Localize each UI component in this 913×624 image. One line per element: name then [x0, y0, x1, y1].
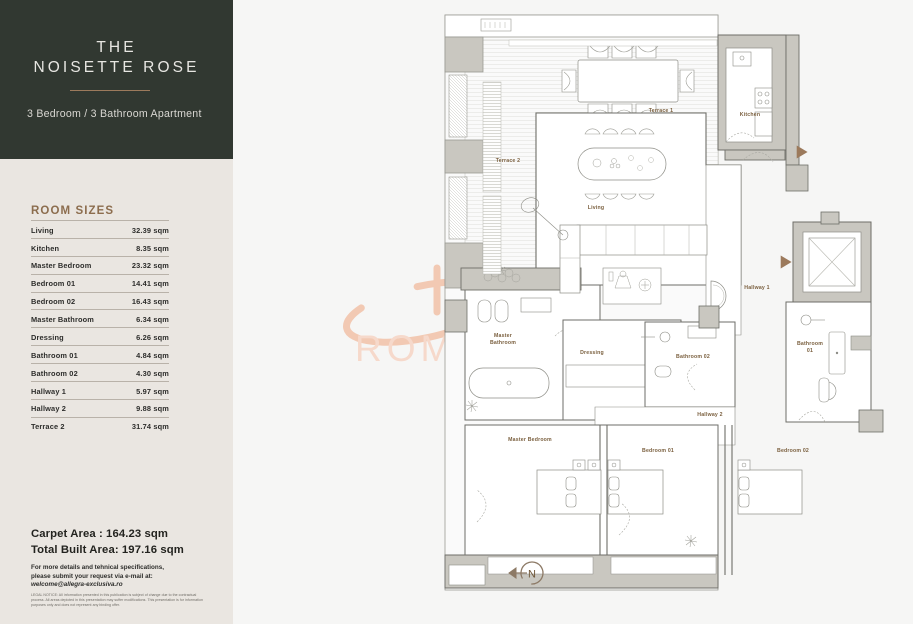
room-label-bedroom_01: Bedroom 01 — [642, 448, 674, 454]
room-label-terrace_2: Terrace 2 — [495, 158, 521, 164]
room-label-kitchen: Kitchen — [739, 112, 761, 118]
room-name: Bathroom 01 — [31, 345, 118, 364]
room-size: 9.88 sqm — [117, 398, 169, 418]
room-sizes-heading: ROOM SIZES — [31, 205, 115, 217]
room-size: 23.32 sqm — [117, 255, 169, 275]
page-title: THE NOISETTE ROSE — [33, 39, 200, 76]
room-label-terrace_1: Terrace 1 — [648, 108, 674, 114]
room-label-dressing: Dressing — [580, 350, 604, 356]
room-size: 31.74 sqm — [117, 416, 169, 435]
room-name: Dressing — [31, 327, 118, 346]
brand-header: THE NOISETTE ROSE 3 Bedroom / 3 Bathroom… — [0, 0, 233, 159]
room-size: 6.26 sqm — [117, 327, 169, 346]
room-size: 4.84 sqm — [117, 345, 169, 364]
north-arrow-icon: N — [501, 558, 549, 588]
room-name: Bedroom 01 — [31, 273, 118, 292]
room-name: Hallway 1 — [31, 380, 118, 400]
room-label-master_bedroom: Master Bedroom — [508, 437, 552, 443]
apartment-subtitle: 3 Bedroom / 3 Bathroom Apartment — [27, 108, 202, 120]
title-divider — [70, 90, 150, 91]
room-name: Bathroom 02 — [31, 363, 118, 382]
legal-notice: LEGAL NOTICE: All information presented … — [31, 593, 203, 608]
room-size: 4.30 sqm — [117, 363, 169, 382]
room-name: Kitchen — [31, 237, 118, 257]
contact-note: For more details and tehnical specificat… — [31, 564, 196, 590]
room-size: 6.34 sqm — [117, 309, 169, 328]
carpet-area-value: Carpet Area : 164.23 sqm — [31, 528, 168, 540]
room-name: Master Bathroom — [31, 309, 118, 328]
room-name: Living — [31, 220, 118, 239]
room-label-hallway_1: Hallway 1 — [744, 285, 770, 291]
room-size: 5.97 sqm — [117, 380, 169, 400]
room-label-master_bathroom: Master Bathroom — [489, 333, 517, 346]
room-name: Master Bedroom — [31, 255, 118, 275]
contact-line-2: please submit your request via e-mail at… — [31, 572, 153, 580]
room-size: 16.43 sqm — [117, 291, 169, 310]
room-name: Bedroom 02 — [31, 291, 118, 310]
contact-email-link[interactable]: welcome@allegra-exclusiva.ro — [31, 581, 123, 589]
room-label-living: Living — [587, 205, 605, 211]
room-size: 32.39 sqm — [117, 220, 169, 239]
room-label-bathroom_02: Bathroom 02 — [676, 354, 710, 360]
info-sidebar: THE NOISETTE ROSE 3 Bedroom / 3 Bathroom… — [0, 0, 233, 624]
room-label-bathroom_01: Bathroom 01 — [796, 341, 824, 354]
contact-line-1: For more details and tehnical specificat… — [31, 564, 164, 571]
room-name: Hallway 2 — [31, 398, 118, 418]
room-label-bedroom_02: Bedroom 02 — [777, 448, 809, 454]
compass-north-label: N — [528, 569, 536, 581]
room-name: Terrace 2 — [31, 416, 118, 435]
room-label-hallway_2: Hallway 2 — [697, 412, 723, 418]
room-size: 14.41 sqm — [117, 273, 169, 292]
built-area-value: Total Built Area: 197.16 sqm — [31, 544, 184, 556]
room-size: 8.35 sqm — [117, 237, 169, 257]
floorplan-drawing — [444, 14, 884, 591]
floorplan-canvas: ROMANIA — [233, 0, 913, 624]
